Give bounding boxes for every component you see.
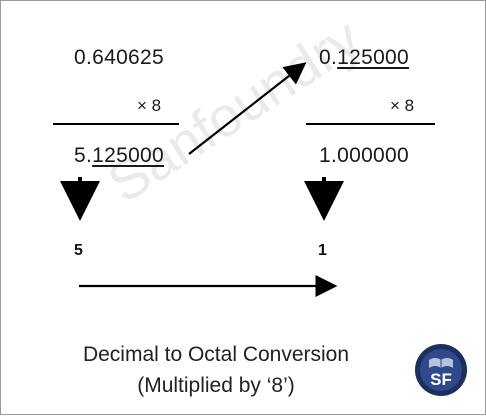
left-product-frac: 125000 (92, 144, 165, 167)
right-fraction-int: 0. (319, 46, 338, 69)
left-product: 5.125000 (74, 144, 164, 168)
logo-text: SF (430, 370, 452, 389)
right-multiplier: × 8 (390, 96, 415, 115)
carry-arrow (188, 62, 307, 155)
right-fraction: 0.125000 (319, 46, 409, 70)
left-multiplier: × 8 (137, 96, 162, 115)
caption-line2: (Multiplied by ‘8’) (137, 374, 295, 397)
left-digit: 5 (74, 242, 83, 259)
sanfoundry-logo: SF (415, 344, 467, 396)
left-fraction: 0.640625 (74, 46, 164, 69)
left-product-int: 5. (74, 144, 93, 167)
right-product: 1.000000 (319, 144, 409, 167)
caption-line1: Decimal to Octal Conversion (82, 343, 350, 366)
right-fraction-frac: 125000 (337, 46, 410, 69)
right-digit: 1 (318, 242, 327, 259)
